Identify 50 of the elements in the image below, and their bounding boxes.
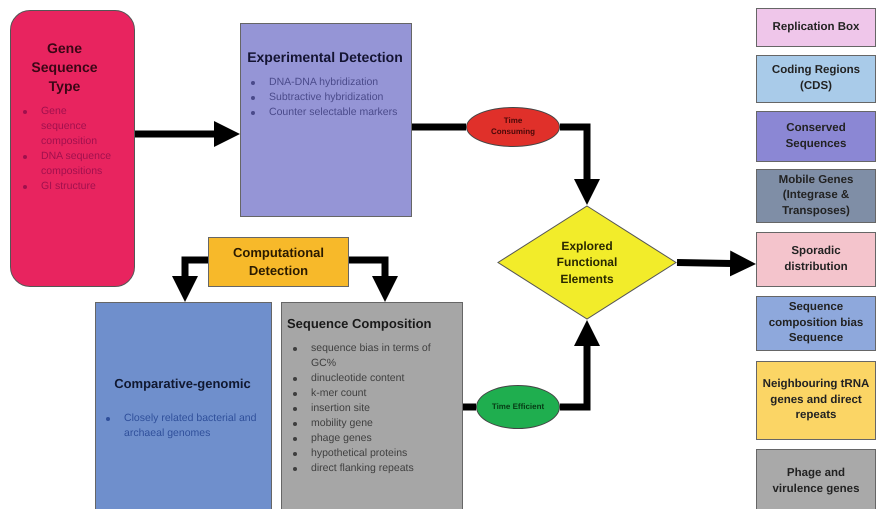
bullet-text: insertion site: [311, 400, 370, 416]
bullet-text: GI structure: [41, 178, 96, 194]
box-heading: Sequence Composition: [287, 315, 432, 333]
node-label: Sporadic distribution: [783, 244, 849, 274]
connector-line: [412, 124, 466, 130]
category-box: [756, 232, 876, 287]
bullet-text: direct flanking repeats: [311, 460, 414, 476]
node-label: Phage and virulence genes: [772, 466, 860, 496]
bullet-text: DNA-DNA hybridization: [269, 74, 378, 90]
node-label: Time Efficient: [492, 402, 544, 412]
bullet-text: DNA sequence compositions: [41, 148, 112, 179]
arrow: [349, 256, 398, 302]
category-box: [756, 55, 876, 103]
bullet-text: mobility gene: [311, 416, 373, 431]
process-box: [281, 302, 463, 509]
bullet-text: Closely related bacterial and archaeal genomes: [124, 410, 258, 441]
connector-line: [463, 404, 476, 410]
box-heading: Comparative-genomic: [114, 375, 251, 393]
bullet-text: Gene sequence composition: [41, 104, 98, 149]
bullet-text: hypothetical proteins: [311, 446, 408, 461]
category-box: [756, 361, 876, 440]
category-box: [756, 111, 876, 162]
category-box: [756, 296, 876, 351]
node-label: Computational Detection: [232, 244, 325, 280]
node-label: Neighbouring tRNA genes and direct repeats: [762, 377, 870, 424]
bullet-text: dinucleotide content: [311, 370, 404, 386]
process-box: [208, 237, 349, 287]
node-label: Replication Box: [772, 20, 860, 35]
arrow: [172, 256, 208, 302]
box-heading: Gene Sequence Type: [30, 39, 99, 96]
bullet-text: k-mer count: [311, 386, 366, 401]
category-box: [756, 169, 876, 223]
node-label: Mobile Genes (Integrase & Transposes): [778, 172, 854, 219]
decision-diamond: [497, 205, 677, 320]
node-label: Time Consuming: [490, 116, 536, 138]
bullet-text: Counter selectable markers: [269, 104, 398, 120]
process-box: [10, 10, 135, 287]
bullet-text: Subtractive hybridization: [269, 90, 384, 105]
category-box: [756, 449, 876, 509]
box-heading: Experimental Detection: [247, 48, 403, 67]
process-box: [240, 23, 412, 217]
bullet-text: phage genes: [311, 430, 372, 446]
node-label: Sequence composition bias Sequence: [768, 300, 864, 346]
node-label: Coding Regions (CDS): [770, 63, 862, 94]
node-label: Conserved Sequences: [784, 120, 848, 152]
node-label: Explored Functional Elements: [556, 238, 618, 287]
arrow: [135, 121, 240, 147]
category-box: [756, 8, 876, 47]
arrow: [676, 250, 756, 276]
process-box: [95, 302, 272, 509]
